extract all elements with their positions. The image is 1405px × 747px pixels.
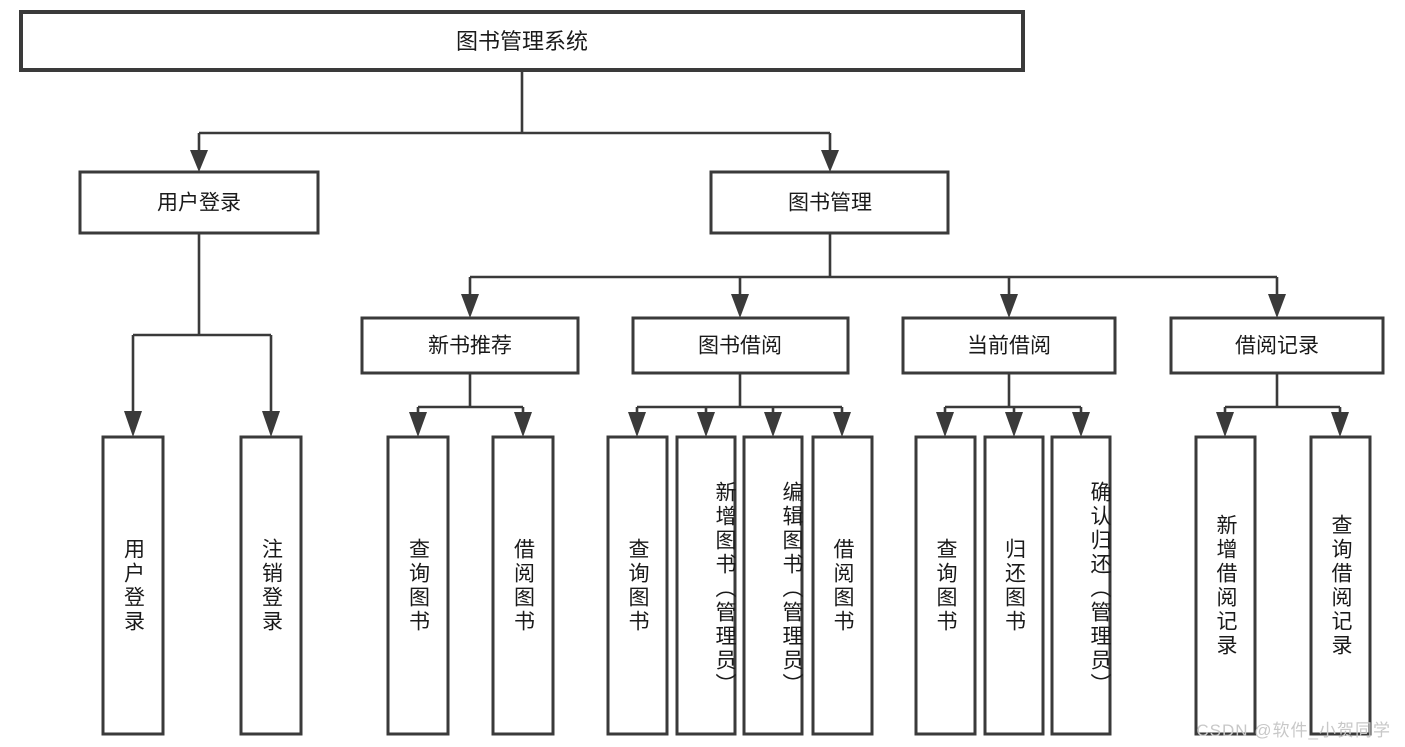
node-leaf-confirm-return-box[interactable]	[1050, 435, 1112, 736]
node-new-book-rec[interactable]: 新书推荐	[360, 316, 580, 375]
arrowhead-current-borrow	[1000, 294, 1018, 318]
arrowhead-leaf-query-book-1	[409, 412, 427, 437]
connector-group-user-login	[124, 233, 280, 437]
connector-group-current-borrow	[936, 373, 1090, 437]
node-book-borrow-box[interactable]	[631, 316, 850, 375]
watermark: CSDN @软件_小贺同学	[1196, 721, 1391, 740]
arrowhead-leaf-logout	[262, 411, 280, 437]
node-leaf-query-book-1-box[interactable]	[386, 435, 450, 736]
connector-group-root	[190, 70, 839, 172]
arrowhead-user-login	[190, 150, 208, 172]
arrowhead-leaf-query-record	[1331, 412, 1349, 437]
node-borrow-record[interactable]: 借阅记录	[1169, 316, 1385, 375]
arrowhead-leaf-user-login	[124, 411, 142, 437]
arrowhead-leaf-query-book-2	[628, 412, 646, 437]
node-leaf-borrow-book-2-box[interactable]	[811, 435, 874, 736]
node-root-box[interactable]	[19, 10, 1025, 72]
arrowhead-book-manage	[821, 150, 839, 172]
node-leaf-edit-book-box[interactable]	[742, 435, 804, 736]
leaf-boxes	[101, 435, 1372, 736]
arrowhead-leaf-edit-book	[764, 412, 782, 437]
node-book-borrow-label: 图书借阅	[698, 335, 782, 358]
node-leaf-logout-box[interactable]	[239, 435, 303, 736]
node-new-book-rec-box[interactable]	[360, 316, 580, 375]
node-root[interactable]: 图书管理系统	[19, 10, 1025, 72]
connector-group-borrow-record	[1216, 373, 1349, 437]
node-new-book-rec-label: 新书推荐	[428, 335, 512, 358]
node-user-login-box[interactable]	[78, 170, 320, 235]
connector-group-new-book-rec	[409, 373, 532, 437]
node-book-manage-label: 图书管理	[788, 192, 872, 215]
node-book-manage[interactable]: 图书管理	[709, 170, 950, 235]
node-leaf-query-book-3-box[interactable]	[914, 435, 977, 736]
arrowhead-leaf-borrow-book-1	[514, 412, 532, 437]
node-book-borrow[interactable]: 图书借阅	[631, 316, 850, 375]
node-book-manage-box[interactable]	[709, 170, 950, 235]
node-leaf-borrow-book-1-box[interactable]	[491, 435, 555, 736]
connector-group-book-borrow	[628, 373, 851, 437]
node-current-borrow[interactable]: 当前借阅	[901, 316, 1117, 375]
arrowhead-borrow-record	[1268, 294, 1286, 318]
node-leaf-query-book-2-box[interactable]	[606, 435, 669, 736]
node-leaf-add-record-box[interactable]	[1194, 435, 1257, 736]
connector-group-book-manage	[461, 233, 1286, 318]
node-leaf-user-login-box[interactable]	[101, 435, 165, 736]
node-user-login[interactable]: 用户登录	[78, 170, 320, 235]
arrowhead-new-book-rec	[461, 294, 479, 318]
arrowhead-leaf-return-book	[1005, 412, 1023, 437]
arrowhead-book-borrow	[731, 294, 749, 318]
node-borrow-record-box[interactable]	[1169, 316, 1385, 375]
node-leaf-return-book-box[interactable]	[983, 435, 1045, 736]
arrowhead-leaf-confirm-return	[1072, 412, 1090, 437]
node-current-borrow-box[interactable]	[901, 316, 1117, 375]
arrowhead-leaf-add-record	[1216, 412, 1234, 437]
node-borrow-record-label: 借阅记录	[1235, 335, 1319, 358]
arrowhead-leaf-query-book-3	[936, 412, 954, 437]
arrowhead-leaf-borrow-book-2	[833, 412, 851, 437]
node-leaf-add-book-box[interactable]	[675, 435, 737, 736]
node-user-login-label: 用户登录	[157, 192, 241, 215]
arrowhead-leaf-add-book	[697, 412, 715, 437]
node-root-label: 图书管理系统	[456, 29, 588, 54]
node-leaf-query-record-box[interactable]	[1309, 435, 1372, 736]
node-current-borrow-label: 当前借阅	[967, 335, 1051, 358]
